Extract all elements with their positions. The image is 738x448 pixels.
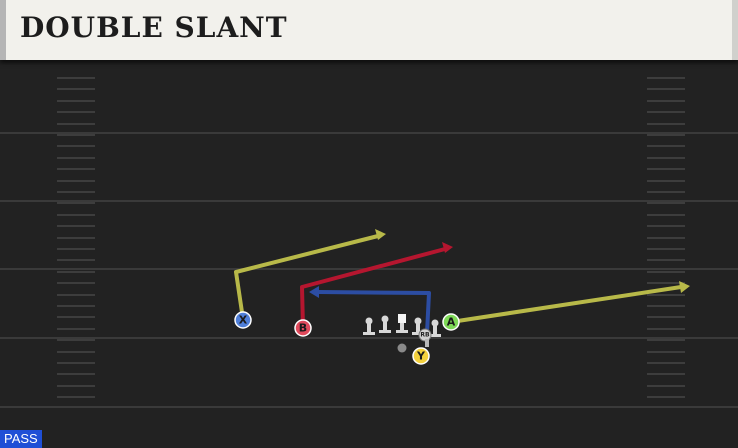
player-a-label: A [447,316,456,329]
play-title: DOUBLE SLANT [20,11,288,44]
play-field: RB Y X B A [0,60,738,448]
quarterback-marker [397,343,407,353]
player-x[interactable]: X [234,311,252,329]
routes [234,229,690,334]
player-y-label: Y [416,350,426,363]
route-rb-arrowhead [309,286,319,298]
route-a [450,285,682,324]
center-icon [396,314,408,333]
player-b[interactable]: B [294,319,312,337]
play-type-badge: PASS [0,430,42,448]
play-diagram: RB Y X B A [0,77,738,408]
hash-marks [57,77,685,398]
player-b-label: B [299,322,307,335]
player-a[interactable]: A [442,313,460,331]
route-a-arrowhead [679,281,690,293]
offensive-line [363,314,441,337]
lineman-icon [363,317,375,335]
lineman-icon [412,317,424,335]
player-rb-label: RB [420,332,430,339]
route-b-arrowhead [442,242,453,253]
route-x [234,234,379,320]
route-rb [317,290,431,334]
route-x-arrowhead [375,229,386,240]
lineman-icon [379,315,391,333]
player-x-label: X [239,314,248,327]
player-y[interactable]: Y [412,339,430,365]
title-bar: DOUBLE SLANT [0,0,738,60]
lineman-icon [429,319,441,337]
route-b [300,247,446,329]
